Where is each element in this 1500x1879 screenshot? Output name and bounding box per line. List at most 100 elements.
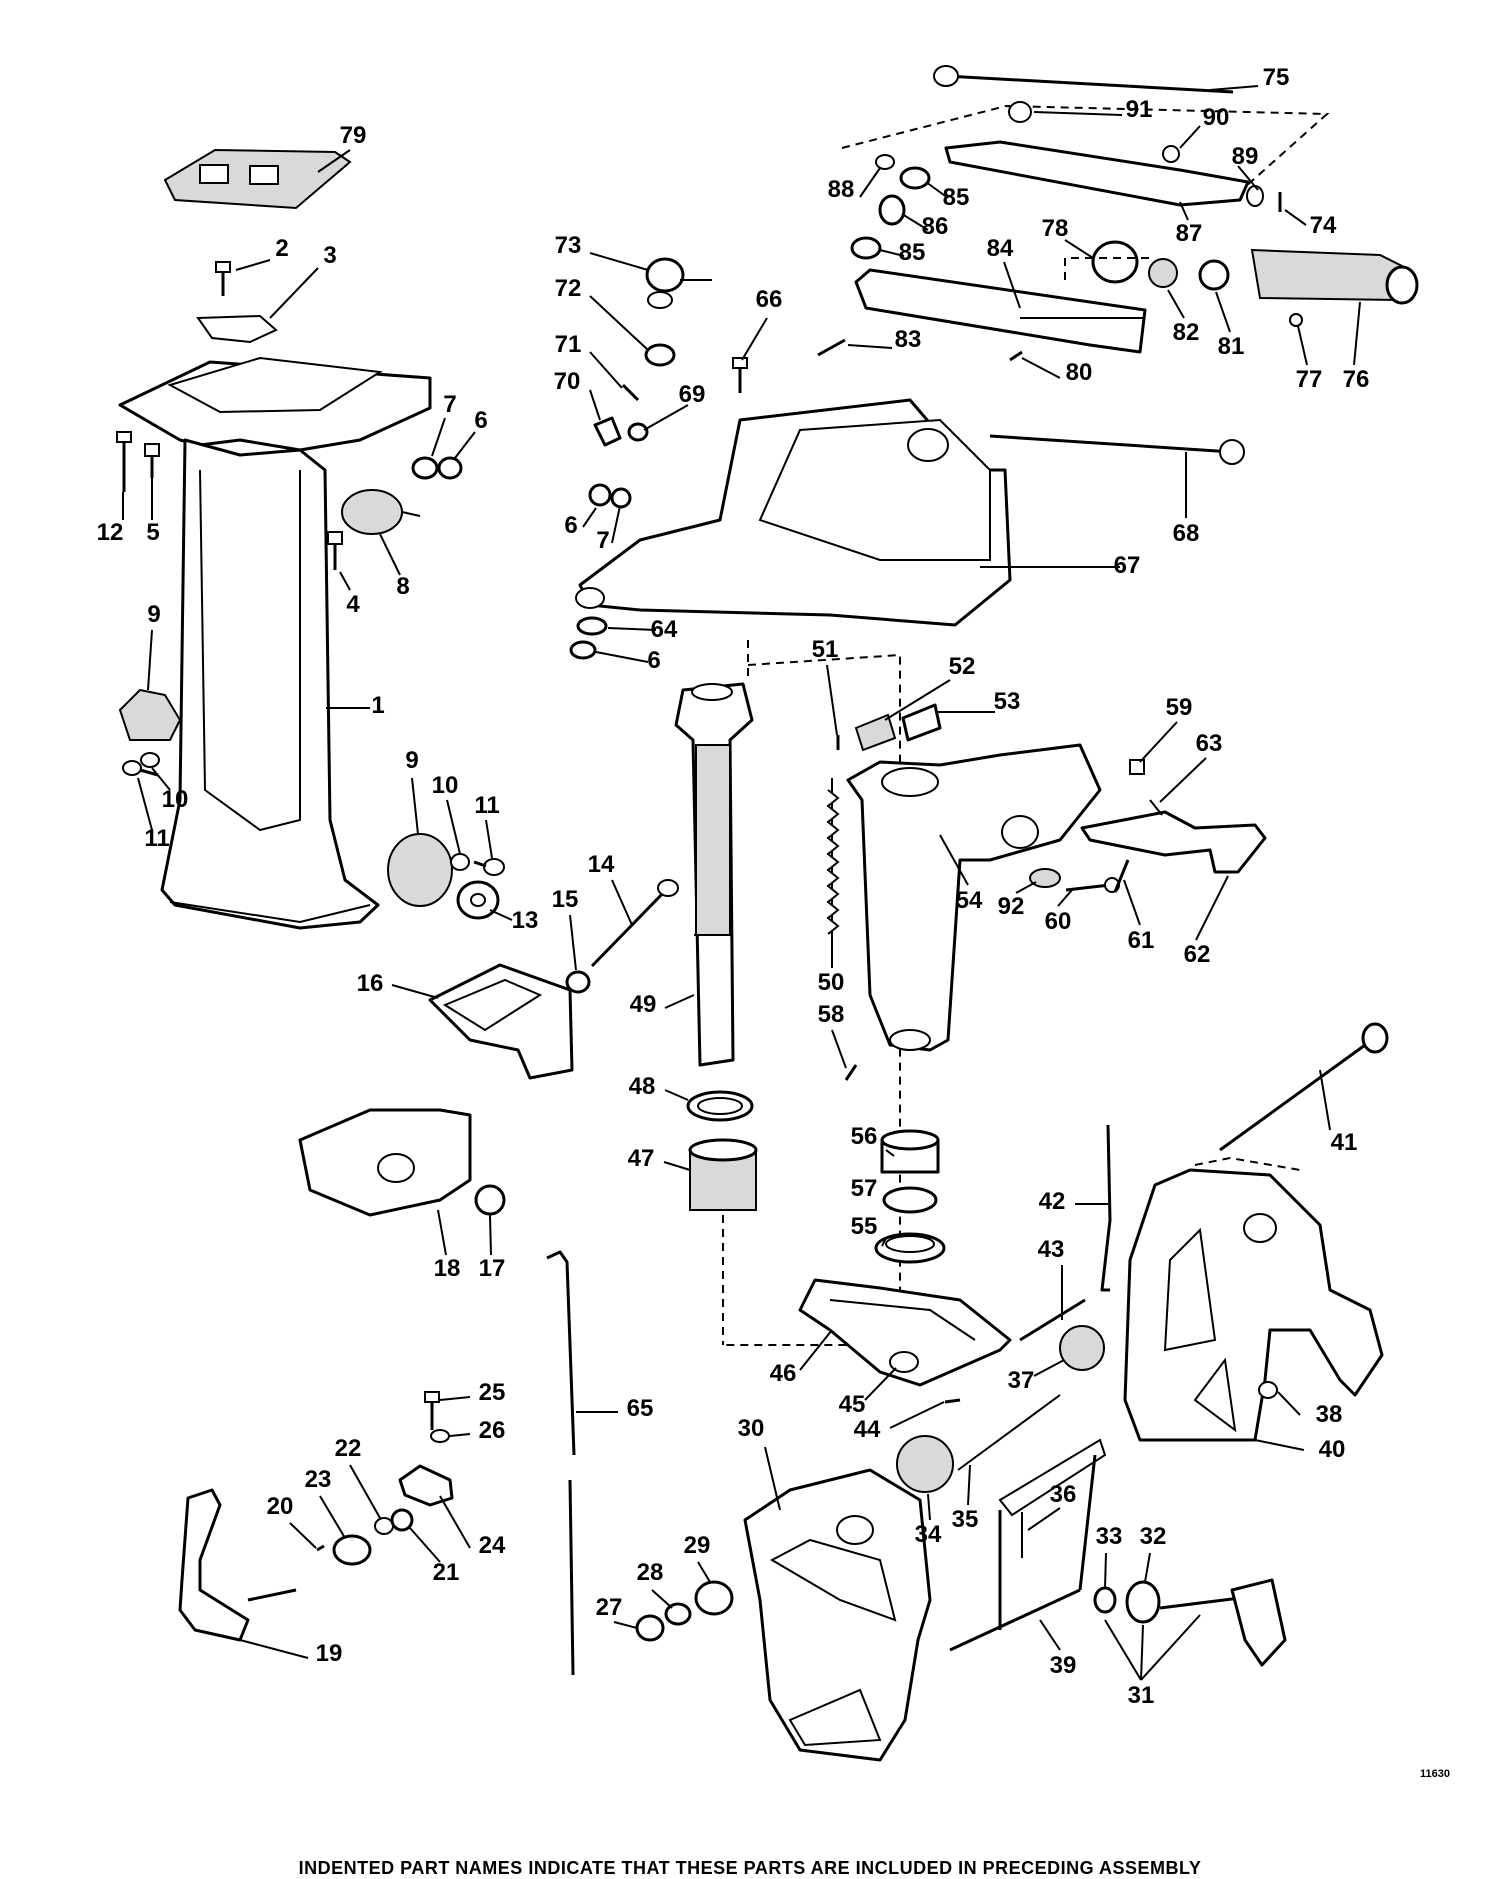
callout-c14: 14 — [588, 851, 615, 878]
callout-c7a: 7 — [443, 391, 456, 418]
leader-lines — [122, 85, 1361, 1659]
callout-c1: 1 — [371, 692, 384, 719]
callout-c63: 63 — [1196, 730, 1223, 757]
washer-part-15 — [565, 970, 591, 994]
callout-c36: 36 — [1050, 1481, 1077, 1508]
callout-c19: 19 — [316, 1640, 343, 1667]
bushing-part-56 — [880, 1129, 940, 1174]
nut-part-91 — [1008, 101, 1032, 123]
washer-part-85a — [899, 166, 931, 190]
callout-c2: 2 — [275, 235, 288, 262]
plate-part-3 — [196, 314, 278, 344]
clamp-bracket-part-30 — [743, 1468, 932, 1762]
callout-c9b: 9 — [405, 747, 418, 774]
callout-c89: 89 — [1232, 143, 1259, 170]
callout-c34: 34 — [915, 1521, 942, 1548]
footnote-text: INDENTED PART NAMES INDICATE THAT THESE … — [298, 1858, 1202, 1878]
screw-part-71 — [621, 383, 640, 402]
callout-c48: 48 — [629, 1073, 656, 1100]
callout-c22: 22 — [335, 1435, 362, 1462]
washer-part-32 — [1125, 1580, 1161, 1624]
callout-c25: 25 — [479, 1379, 506, 1406]
callout-c85b: 85 — [899, 239, 926, 266]
screw-part-58 — [844, 1064, 858, 1081]
callout-c13: 13 — [512, 907, 539, 934]
callout-c24: 24 — [479, 1532, 506, 1559]
cap-part-17 — [474, 1184, 506, 1216]
rubber-mount-part-8 — [341, 489, 421, 535]
callout-c18: 18 — [434, 1255, 461, 1282]
washer-part-22 — [374, 1517, 394, 1535]
bolt-part-14 — [590, 879, 679, 968]
callout-c10b: 10 — [432, 772, 459, 799]
callout-c40: 40 — [1319, 1436, 1346, 1463]
assembly-outline-grip — [1064, 257, 1150, 280]
washer-part-28 — [664, 1602, 692, 1626]
clamp-bracket-part-40 — [1123, 1168, 1384, 1442]
bushing-part-72 — [644, 343, 676, 367]
callout-c88: 88 — [828, 176, 855, 203]
callout-c30: 30 — [738, 1415, 765, 1442]
washer-part-7a — [411, 456, 439, 480]
callout-c11b: 11 — [474, 792, 499, 819]
washer-part-10a — [140, 752, 160, 768]
callout-c59: 59 — [1166, 694, 1193, 721]
screw-part-60 — [1065, 877, 1120, 893]
callout-c16: 16 — [357, 970, 384, 997]
callout-c62: 62 — [1184, 941, 1211, 968]
callout-c82: 82 — [1173, 319, 1200, 346]
callout-c37: 37 — [1008, 1367, 1035, 1394]
washer-part-48 — [686, 1090, 754, 1122]
washer-part-64 — [576, 616, 608, 636]
bearing-part-55 — [874, 1232, 946, 1264]
callout-c6b: 6 — [564, 512, 577, 539]
callout-c69: 69 — [679, 381, 706, 408]
nut-part-21 — [390, 1508, 414, 1532]
callout-c76: 76 — [1343, 366, 1370, 393]
screw-part-77 — [1289, 313, 1303, 327]
callout-c5: 5 — [146, 519, 159, 546]
washer-part-13 — [456, 880, 500, 920]
steering-tube-part-49 — [674, 682, 754, 1067]
callout-c15: 15 — [552, 886, 579, 913]
callout-c71: 71 — [555, 331, 582, 358]
callout-c20: 20 — [267, 1493, 294, 1520]
screw-part-11b — [473, 858, 505, 876]
callout-c42: 42 — [1039, 1188, 1066, 1215]
callout-c75: 75 — [1263, 64, 1290, 91]
screw-part-2 — [215, 261, 231, 296]
washer-part-85b — [850, 236, 882, 260]
screw-part-12 — [116, 431, 132, 492]
nut-part-81 — [1198, 259, 1230, 291]
callout-c74: 74 — [1310, 212, 1337, 239]
callout-c23: 23 — [305, 1466, 332, 1493]
callout-c8: 8 — [396, 573, 409, 600]
rod-part-65 — [546, 1250, 576, 1676]
screw-part-88 — [875, 154, 895, 170]
nut-part-6a — [437, 456, 463, 480]
pin-part-43 — [1019, 1298, 1086, 1342]
callout-c9a: 9 — [147, 601, 160, 628]
spring-part-63 — [1149, 799, 1163, 816]
callout-c50: 50 — [818, 969, 845, 996]
lever-part-19 — [178, 1488, 297, 1642]
washer-part-23 — [332, 1534, 372, 1566]
spring-part-50 — [826, 778, 840, 960]
callout-c3: 3 — [323, 242, 336, 269]
screw-part-4 — [327, 531, 343, 570]
bushing-part-86 — [878, 194, 906, 226]
callout-c77: 77 — [1296, 366, 1323, 393]
rod-part-42 — [1100, 1124, 1112, 1292]
callout-c49: 49 — [630, 991, 657, 1018]
callout-c43: 43 — [1038, 1236, 1065, 1263]
callout-c72: 72 — [555, 275, 582, 302]
callout-c6c: 6 — [647, 647, 660, 674]
callout-c64: 64 — [651, 616, 678, 643]
pin-part-61 — [1113, 859, 1130, 893]
gasket-part-79 — [163, 148, 352, 210]
washer-part-69 — [627, 422, 649, 442]
washer-part-7b — [610, 487, 632, 509]
callout-c73: 73 — [555, 232, 582, 259]
